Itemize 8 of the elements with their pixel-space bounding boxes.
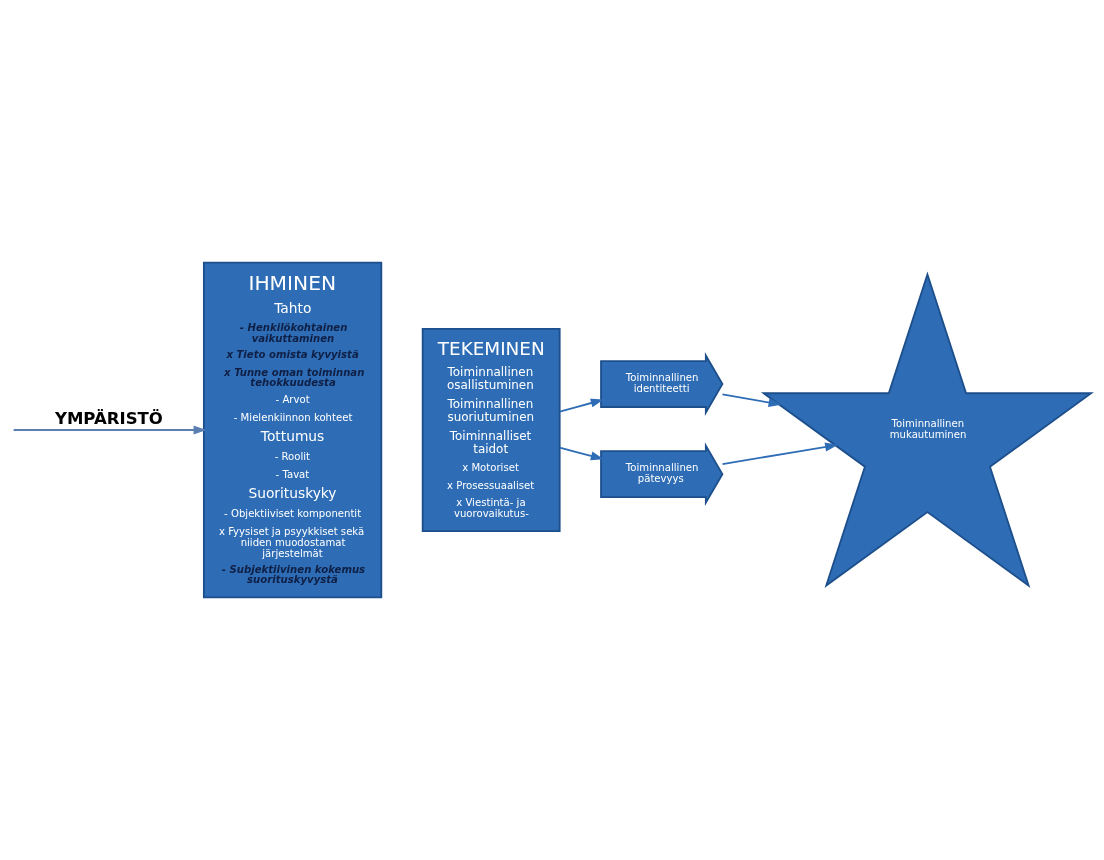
arrow (721, 393, 782, 407)
node-box: TEKEMINEN Toiminnallinen osallistuminen Toiminnallinen suoriutuminen Toiminnalliset taidot x Motoriset x Prosessuaaliset x Viestintä- ja vuorovaikutus- (421, 327, 561, 533)
arrow (558, 446, 604, 461)
arrow (721, 442, 838, 466)
arrow (558, 398, 604, 413)
edge-label: YMPÄRISTÖ (54, 408, 163, 428)
arrow (12, 425, 207, 435)
node-box: IHMINEN Tahto - Henkilökohtainen vaikuttaminen x Tieto omista kyvyistä x Tunne oman toiminnan tehokkuudesta - Arvot - Mielenkiinnon kohteet Tottumus - Roolit - Tavat Suorituskyky - Objektiiviset komponentit x Fyysiset ja psyykkiset sekä niiden muodostamat järjestelmät - Subjektiivinen kokemus suorituskyvystä (202, 261, 383, 599)
